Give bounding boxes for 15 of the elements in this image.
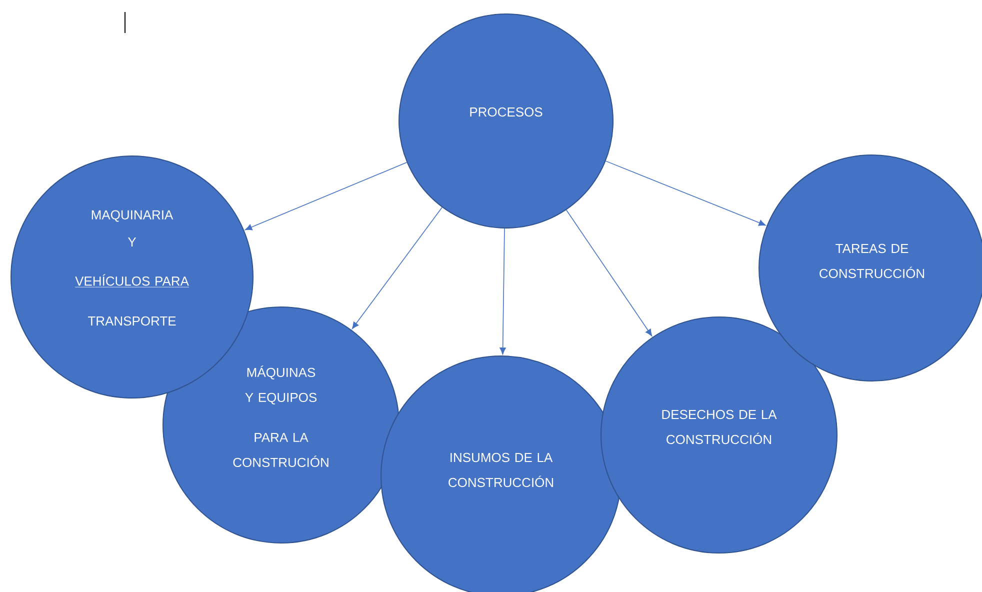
arrow bbox=[500, 228, 506, 354]
arrow bbox=[605, 160, 766, 226]
node-label: PARA LA CONSTRUCIÓN bbox=[233, 432, 328, 468]
node-label: TAREAS DE CONSTRUCCIÓN bbox=[820, 244, 924, 278]
arrow bbox=[245, 162, 408, 230]
node-label: VEHÍCULOS PARA bbox=[74, 274, 190, 288]
arrow bbox=[352, 207, 442, 330]
node-label: MAQUINARIA bbox=[92, 210, 174, 222]
node-label: DESECHOS DE LA CONSTRUCCIÓN bbox=[662, 410, 777, 444]
node-label: PROCESOS bbox=[470, 107, 542, 117]
node-label: MÁQUINAS Y EQUIPOS bbox=[245, 366, 317, 404]
arrow bbox=[566, 210, 652, 336]
node-label: INSUMOS DE LA CONSTRUCCIÓN bbox=[448, 452, 554, 488]
node-label: TRANSPORTE bbox=[88, 316, 176, 326]
node-label: Y bbox=[128, 238, 136, 246]
